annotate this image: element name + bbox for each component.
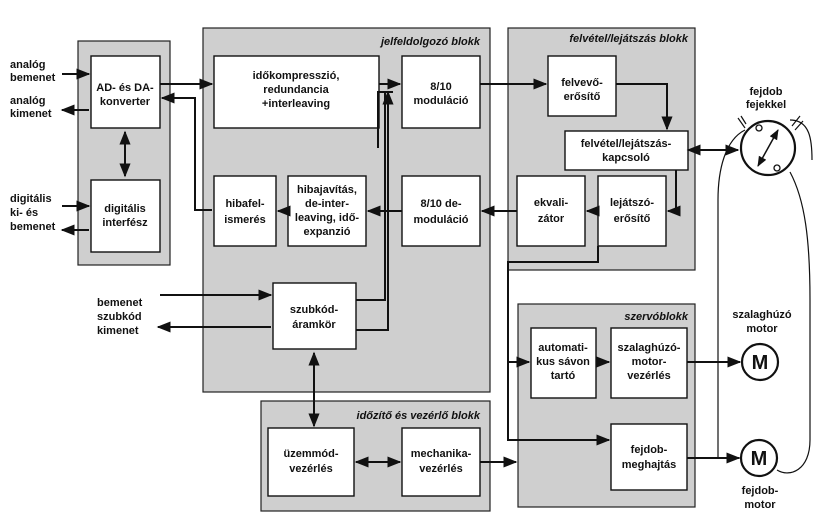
digital-interface-label-1: digitális	[104, 203, 146, 215]
capstan-motor-label-2: motor	[746, 323, 778, 335]
time-compression-label-2: redundancia	[263, 84, 329, 96]
demodulation-block: 8/10 de- moduláció	[401, 175, 481, 247]
track-following-label-1: automati-	[538, 342, 588, 354]
error-correction-block: hibajavítás, de-inter- leaving, idő- exp…	[287, 175, 367, 247]
record-playback-switch-block: felvétel/lejátszás- kapcsoló	[564, 130, 689, 171]
ad-da-converter-label-1: AD- és DA-	[96, 82, 154, 94]
head-drum-icon	[737, 115, 804, 177]
capstan-control-label-3: vezérlés	[627, 370, 670, 382]
drum-motor-label-1: fejdob-	[742, 485, 779, 497]
region-label-servo: szervóblokk	[624, 311, 688, 323]
error-correction-label-4: expanzió	[303, 226, 350, 238]
track-following-block: automati- kus sávon tartó	[530, 327, 597, 399]
record-amplifier-label-2: erősítő	[564, 91, 601, 103]
capstan-motor-symbol: M	[752, 352, 769, 374]
equalizer-label-1: ekvali-	[534, 197, 569, 209]
mode-control-block: üzemmód- vezérlés	[267, 427, 355, 497]
error-correction-label-1: hibajavítás,	[297, 184, 357, 196]
tape-path-left	[717, 129, 746, 459]
analog-output-label-2: kimenet	[10, 108, 52, 120]
track-following-label-2: kus sávon	[536, 356, 590, 368]
error-correction-label-3: leaving, idő-	[295, 212, 360, 224]
subcode-label-2: áramkör	[292, 319, 336, 331]
subcode-io-label-2: szubkód	[97, 311, 142, 323]
ad-da-converter-block: AD- és DA- konverter	[90, 55, 161, 129]
modulation-label-1: 8/10	[430, 81, 451, 93]
mechanism-control-label-2: vezérlés	[419, 463, 462, 475]
drum-motor-symbol: M	[751, 448, 768, 470]
tape-path-right	[776, 171, 811, 474]
time-compression-label-1: időkompresszió,	[253, 70, 340, 82]
playback-amplifier-label-2: erősítő	[614, 213, 651, 225]
subcode-circuit-block: szubkód- áramkör	[272, 282, 357, 350]
mode-control-label-2: vezérlés	[289, 463, 332, 475]
record-amplifier-block: felvevő- erősítő	[547, 55, 617, 117]
error-correction-label-2: de-inter-	[305, 198, 349, 210]
subcode-io-label-1: bemenet	[97, 297, 143, 309]
region-label-signal-processing: jelfeldolgozó blokk	[379, 36, 481, 48]
digital-io-label-2: ki- és	[10, 207, 38, 219]
region-label-timing-control: időzítő és vezérlő blokk	[357, 410, 481, 422]
track-following-label-3: tartó	[551, 370, 576, 382]
modulation-label-2: moduláció	[413, 95, 468, 107]
error-detection-label-2: ismerés	[224, 214, 266, 226]
analog-input-label-2: bemenet	[10, 72, 56, 84]
head-drum-label-2: fejekkel	[746, 99, 786, 111]
subcode-io-label-3: kimenet	[97, 325, 139, 337]
digital-interface-block: digitális interfész	[90, 179, 161, 253]
ad-da-converter-label-2: konverter	[100, 96, 151, 108]
switch-label-1: felvétel/lejátszás-	[581, 138, 672, 150]
head-drum-label-1: fejdob	[750, 86, 783, 98]
region-label-record-playback: felvétel/lejátszás blokk	[569, 33, 688, 45]
drum-motor-icon: M	[739, 438, 779, 478]
time-compression-label-3: +interleaving	[262, 98, 330, 110]
analog-input-label-1: analóg	[10, 59, 45, 71]
drum-drive-label-1: fejdob-	[631, 444, 668, 456]
drum-drive-label-2: meghajtás	[622, 459, 676, 471]
digital-io-label-3: bemenet	[10, 221, 56, 233]
equalizer-block: ekvali- zátor	[516, 175, 586, 247]
digital-io-label-1: digitális	[10, 193, 52, 205]
mechanism-control-label-1: mechanika-	[411, 448, 472, 460]
switch-label-2: kapcsoló	[602, 152, 650, 164]
capstan-motor-icon: M	[740, 342, 780, 382]
playback-amplifier-block: lejátszó- erősítő	[597, 175, 667, 247]
error-detection-label-1: hibafel-	[225, 198, 264, 210]
playback-amplifier-label-1: lejátszó-	[610, 197, 654, 209]
capstan-motor-label-1: szalaghúzó	[732, 309, 792, 321]
record-amplifier-label-1: felvevő-	[561, 77, 603, 89]
mode-control-label-1: üzemmód-	[284, 448, 339, 460]
subcode-label-1: szubkód-	[290, 304, 339, 316]
equalizer-label-2: zátor	[538, 213, 565, 225]
time-compression-block: időkompresszió, redundancia +interleavin…	[213, 55, 380, 129]
demodulation-label-2: moduláció	[413, 214, 468, 226]
modulation-block: 8/10 moduláció	[401, 55, 481, 129]
digital-interface-label-2: interfész	[102, 217, 148, 229]
demodulation-label-1: 8/10 de-	[421, 198, 462, 210]
error-detection-block: hibafel- ismerés	[213, 175, 277, 247]
tape-path-top	[789, 119, 813, 161]
drum-motor-label-2: motor	[744, 499, 776, 511]
analog-output-label-1: analóg	[10, 95, 45, 107]
drum-drive-block: fejdob- meghajtás	[610, 423, 688, 491]
capstan-control-label-2: motor-	[632, 356, 667, 368]
mechanism-control-block: mechanika- vezérlés	[401, 427, 481, 497]
signal-connections	[60, 68, 742, 468]
capstan-control-block: szalaghúzó- motor- vezérlés	[610, 327, 688, 399]
capstan-control-label-1: szalaghúzó-	[618, 342, 681, 354]
